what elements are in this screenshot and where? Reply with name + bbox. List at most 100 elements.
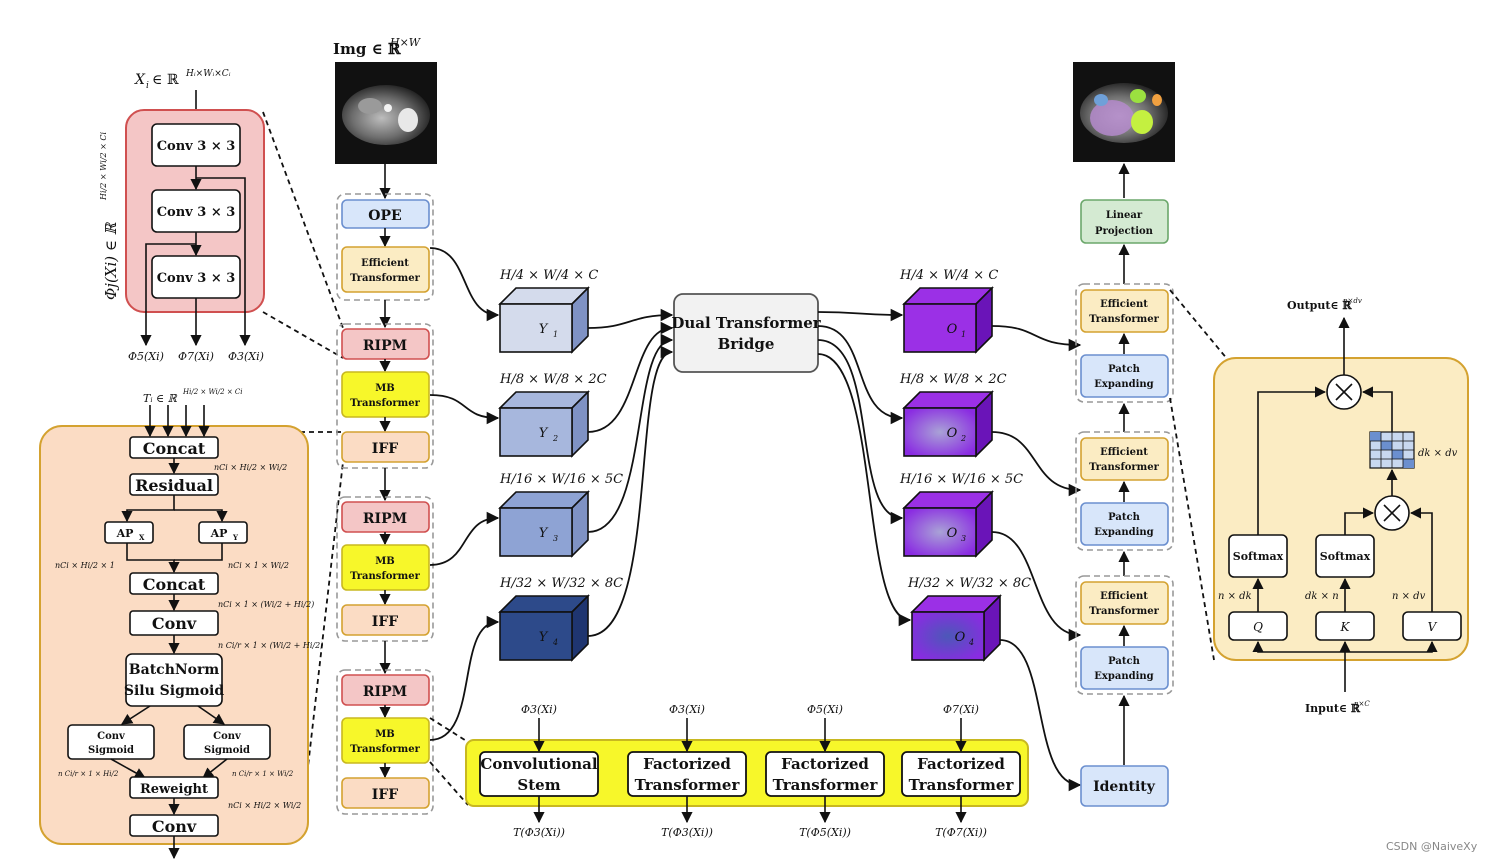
feature-o2-dim: H/8 × W/8 × 2C — [899, 372, 1007, 387]
conv-side-label: Φj(Xi) ∈ ℝ Hi/2 × Wi/2 × Ci — [99, 132, 120, 300]
feature-o1-sub: 1 — [961, 330, 966, 339]
feature-y2-dim: H/8 × W/8 × 2C — [499, 372, 607, 387]
feature-o2-sub: 2 — [960, 434, 966, 443]
linear-l2: Projection — [1095, 226, 1154, 237]
attention-output-label: Output∈ ℝ — [1287, 299, 1352, 312]
stem-output-2: T(Φ5(Xi)) — [799, 826, 851, 839]
stem-input-0: Φ3(Xi) — [521, 703, 557, 716]
stem-block-3-l1: Factorized — [917, 755, 1005, 773]
decoder-eff-3: Efficient Transformer — [1080, 581, 1169, 625]
dec-eff-2-l2: Transformer — [1089, 462, 1160, 473]
iff-bn-line1: BatchNorm — [129, 662, 220, 678]
multiply-mid-icon — [1374, 495, 1410, 531]
enc-eff-l1: Efficient — [361, 258, 409, 269]
iff-conv-right-l2: Sigmoid — [204, 745, 250, 756]
softmax-k: Softmax — [1315, 534, 1375, 578]
feature-o4-label: O — [955, 630, 966, 645]
feature-o1 — [902, 286, 994, 354]
feature-o4-dim: H/32 × W/32 × 8C — [907, 576, 1031, 591]
stem-block-1-l2: Transformer — [635, 776, 741, 794]
stem-block-3-l2: Transformer — [909, 776, 1015, 794]
iff-dim-2: nCi × Hi/2 × 1 — [55, 561, 115, 570]
stem-block-0-l2: Stem — [517, 776, 560, 794]
mb-1-l2: Transformer — [350, 398, 421, 409]
feature-y3-label: Y — [539, 526, 549, 541]
feature-o3-sub: 3 — [961, 534, 966, 543]
v-label: V — [1428, 620, 1438, 634]
bridge-l1: Dual Transformer — [671, 314, 821, 332]
iff-3-label: IFF — [372, 787, 398, 803]
v-box: V — [1402, 611, 1462, 641]
feature-y4-label: Y — [539, 630, 549, 645]
multiply-top-icon — [1326, 374, 1362, 410]
conv-2-label: Conv 3 × 3 — [157, 205, 236, 220]
feature-o3-label: O — [947, 526, 958, 541]
softmax-k-label: Softmax — [1320, 550, 1371, 563]
ripm-1-label: RIPM — [363, 338, 407, 354]
decoder-stage-3-group — [1075, 575, 1174, 695]
mb-1-l1: MB — [375, 383, 395, 394]
conv-out-phi5: Φ5(Xi) — [128, 350, 164, 363]
segmentation-output — [1073, 62, 1175, 162]
iff-2: IFF — [341, 604, 430, 636]
mb-transformer-1: MB Transformer — [341, 371, 430, 418]
feature-y4-dim: H/32 × W/32 × 8C — [499, 576, 623, 591]
decoder-patch-2: Patch Expanding — [1080, 502, 1169, 546]
iff-concat-1-label: Concat — [143, 439, 206, 458]
iff-1-label: IFF — [372, 441, 398, 457]
iff-conv-sigmoid-left: Conv Sigmoid — [67, 724, 155, 760]
iff-conv-left-l2: Sigmoid — [88, 745, 134, 756]
conv-side-text: Φj(Xi) ∈ ℝ — [102, 221, 120, 300]
iff-reweight-label: Reweight — [140, 782, 208, 797]
iff-ap-x-label: AP — [116, 527, 134, 540]
dec-patch-3-l1: Patch — [1108, 656, 1140, 667]
decoder-stage-2-group — [1075, 431, 1174, 551]
iff-dim-3: nCi × 1 × Wi/2 — [228, 561, 289, 570]
attention-dim-grid: dk × dv — [1418, 448, 1458, 459]
conv-side-sup: Hi/2 × Wi/2 × Ci — [99, 132, 108, 201]
feature-o3 — [902, 490, 994, 558]
q-label: Q — [1253, 620, 1263, 634]
feature-y4-sub: 4 — [552, 638, 558, 647]
feature-o1-dim: H/4 × W/4 × C — [899, 268, 998, 283]
iff-dim-7: n Ci/r × 1 × Wi/2 — [232, 770, 294, 778]
stem-input-1: Φ3(Xi) — [669, 703, 705, 716]
dec-patch-2-l2: Expanding — [1094, 527, 1153, 538]
feature-y1-dim: H/4 × W/4 × C — [499, 268, 598, 283]
dec-patch-3-l2: Expanding — [1094, 671, 1153, 682]
dec-eff-3-l2: Transformer — [1089, 606, 1160, 617]
stem-output-3: T(Φ7(Xi)) — [935, 826, 987, 839]
ope-block: OPE — [341, 199, 430, 229]
feature-y2-sub: 2 — [552, 434, 558, 443]
iff-conv-left-l1: Conv — [97, 731, 126, 742]
stem-input-2: Φ5(Xi) — [807, 703, 843, 716]
decoder-patch-1: Patch Expanding — [1080, 354, 1169, 398]
feature-y1-label: Y — [539, 322, 549, 337]
decoder-stage-1-group — [1075, 283, 1174, 403]
feature-y2 — [498, 390, 590, 458]
dec-eff-3-l1: Efficient — [1100, 591, 1148, 602]
iff-dim-6: n Ci/r × 1 × Hi/2 — [58, 770, 119, 778]
iff-residual-label: Residual — [135, 476, 213, 495]
input-image — [335, 62, 437, 164]
iff-ap-y: AP Y — [198, 521, 248, 544]
input-label-sup: H×W — [389, 36, 422, 49]
iff-dim-5: n Ci/r × 1 × (Wi/2 + Hi/2) — [218, 641, 323, 650]
k-label: K — [1340, 620, 1351, 634]
iff-conv-2-label: Conv — [152, 817, 197, 836]
enc-eff-l2: Transformer — [350, 273, 421, 284]
iff-concat-2-label: Concat — [143, 575, 206, 594]
softmax-q-label: Softmax — [1233, 550, 1284, 563]
dec-eff-1-l2: Transformer — [1089, 314, 1160, 325]
q-box: Q — [1228, 611, 1288, 641]
mb-transformer-3: MB Transformer — [341, 717, 430, 764]
iff-ap-y-sub: Y — [232, 533, 239, 542]
feature-o3-dim: H/16 × W/16 × 5C — [899, 472, 1023, 487]
feature-o1-label: O — [947, 322, 958, 337]
feature-o4-sub: 4 — [968, 638, 974, 647]
iff-conv-1-label: Conv — [152, 614, 197, 633]
dec-patch-2-l1: Patch — [1108, 512, 1140, 523]
